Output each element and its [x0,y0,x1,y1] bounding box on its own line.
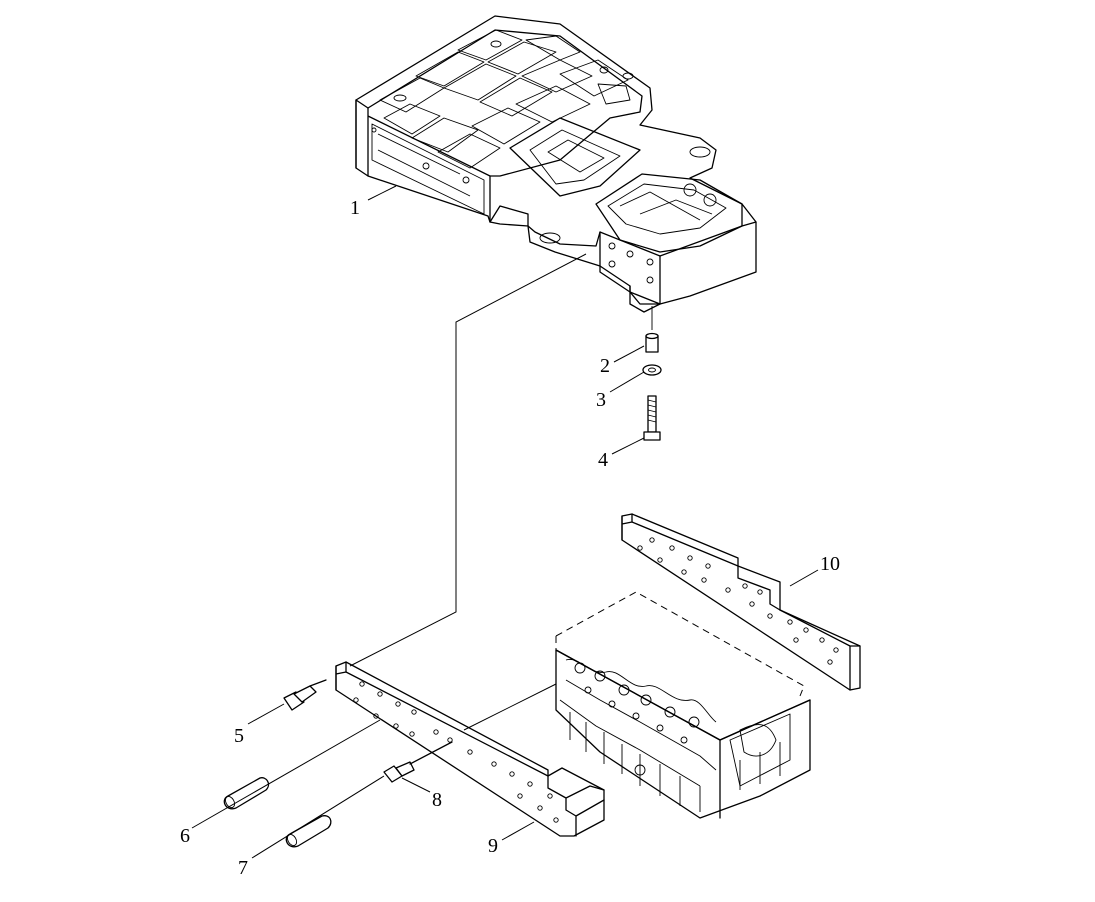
part-3-washer [642,364,662,376]
part-6-long-pin [223,777,270,810]
part-7-long-pin [285,815,332,848]
part-8-small-bolt [383,741,453,783]
callout-7: 7 [238,857,248,879]
valve-body-assembly [555,591,811,819]
part-10-right-rail [621,513,861,691]
part-9-left-rail [335,661,605,837]
callout-8: 8 [432,789,442,811]
part-1-housing [355,15,757,313]
part-2-dowel-pin [645,306,659,353]
callout-9: 9 [488,835,498,857]
callout-10: 10 [820,553,840,575]
callout-labels: 1 2 3 4 5 6 7 8 9 10 [180,197,840,879]
callout-5: 5 [234,725,244,747]
alignment-lines [349,253,587,731]
callout-leaders [191,185,819,859]
callout-2: 2 [600,355,610,377]
part-5-flange-bolt [283,679,327,711]
callout-4: 4 [598,449,608,471]
part-4-bolt [643,395,661,441]
callout-1: 1 [350,197,360,219]
callout-6: 6 [180,825,190,847]
callout-3: 3 [596,389,606,411]
